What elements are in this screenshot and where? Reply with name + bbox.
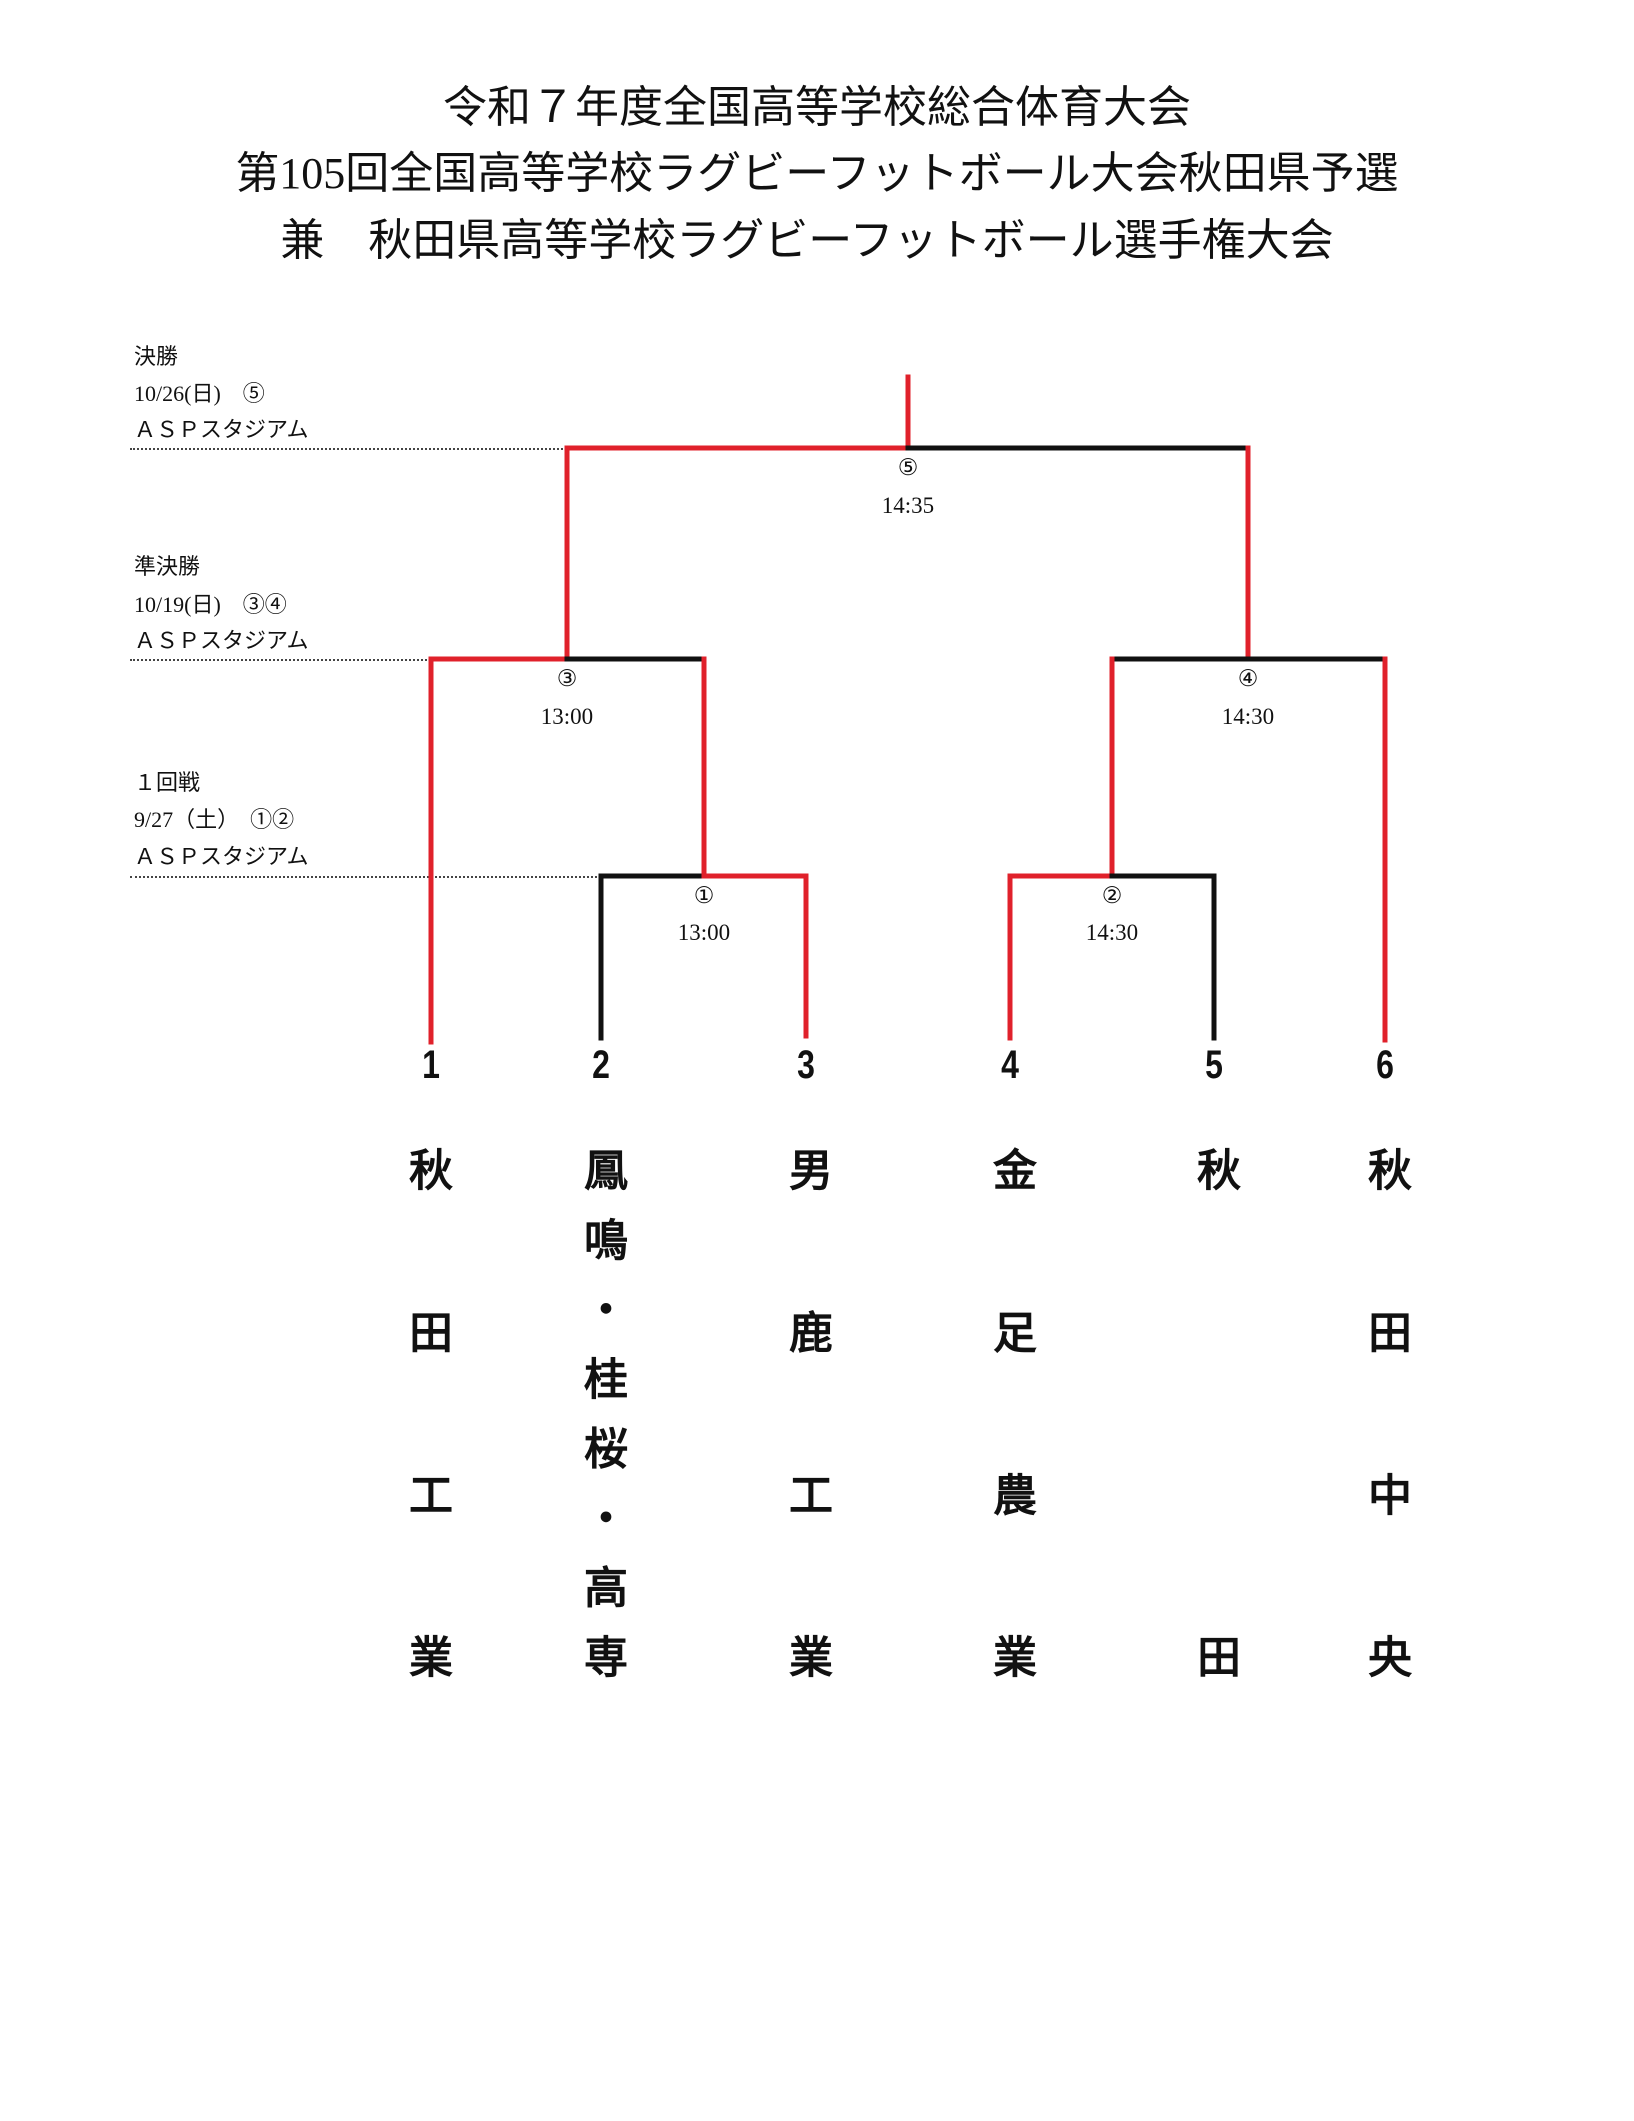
match4-id: ④ xyxy=(1237,666,1259,691)
semifinal-divider xyxy=(130,659,431,661)
title-line-1: 令和７年度全国高等学校総合体育大会 xyxy=(443,83,1191,132)
first-round-label: １回戦 xyxy=(134,770,201,795)
team-name-6: 秋田中央 xyxy=(1360,1147,1411,1797)
match3-time: 13:00 xyxy=(540,704,594,729)
seed-2: 2 xyxy=(592,1043,610,1087)
team-name-4: 金足農業 xyxy=(985,1147,1036,1797)
match3-id: ③ xyxy=(556,666,578,691)
seed-6: 6 xyxy=(1376,1043,1394,1087)
final-round-label: 決勝 xyxy=(134,344,179,369)
match1-id: ① xyxy=(693,883,715,908)
match5-id: ⑤ xyxy=(897,455,919,480)
bracket-lines xyxy=(428,374,1388,1045)
team-name-5: 秋田 xyxy=(1189,1147,1240,2121)
team-name-2: 鳳鳴・桂桜・高専 xyxy=(576,1147,627,1704)
match2-time: 14:30 xyxy=(1085,920,1139,945)
first-round-date: 9/27（土） ①② xyxy=(134,807,295,832)
final-divider xyxy=(130,448,567,450)
first-round-divider xyxy=(130,876,601,878)
final-date: 10/26(日) ⑤ xyxy=(134,381,265,406)
semifinal-venue: ＡＳＰスタジアム xyxy=(134,628,309,653)
seed-5: 5 xyxy=(1205,1043,1223,1087)
team-name-3: 男鹿工業 xyxy=(781,1147,832,1797)
match4-time: 14:30 xyxy=(1221,704,1275,729)
semifinal-round-label: 準決勝 xyxy=(134,554,201,579)
seed-3: 3 xyxy=(797,1043,815,1087)
title-line-3: 兼 秋田県高等学校ラグビーフットボール選手権大会 xyxy=(280,216,1334,265)
first-round-venue: ＡＳＰスタジアム xyxy=(134,844,309,869)
final-venue: ＡＳＰスタジアム xyxy=(134,417,309,442)
seed-1: 1 xyxy=(422,1043,440,1087)
match1-time: 13:00 xyxy=(677,920,731,945)
team-name-1: 秋田工業 xyxy=(401,1147,452,1797)
title-line-2: 第105回全国高等学校ラグビーフットボール大会秋田県予選 xyxy=(235,149,1399,198)
semifinal-date: 10/19(日) ③④ xyxy=(134,592,287,617)
match2-id: ② xyxy=(1101,883,1123,908)
seed-4: 4 xyxy=(1001,1043,1019,1087)
match5-time: 14:35 xyxy=(881,493,935,518)
